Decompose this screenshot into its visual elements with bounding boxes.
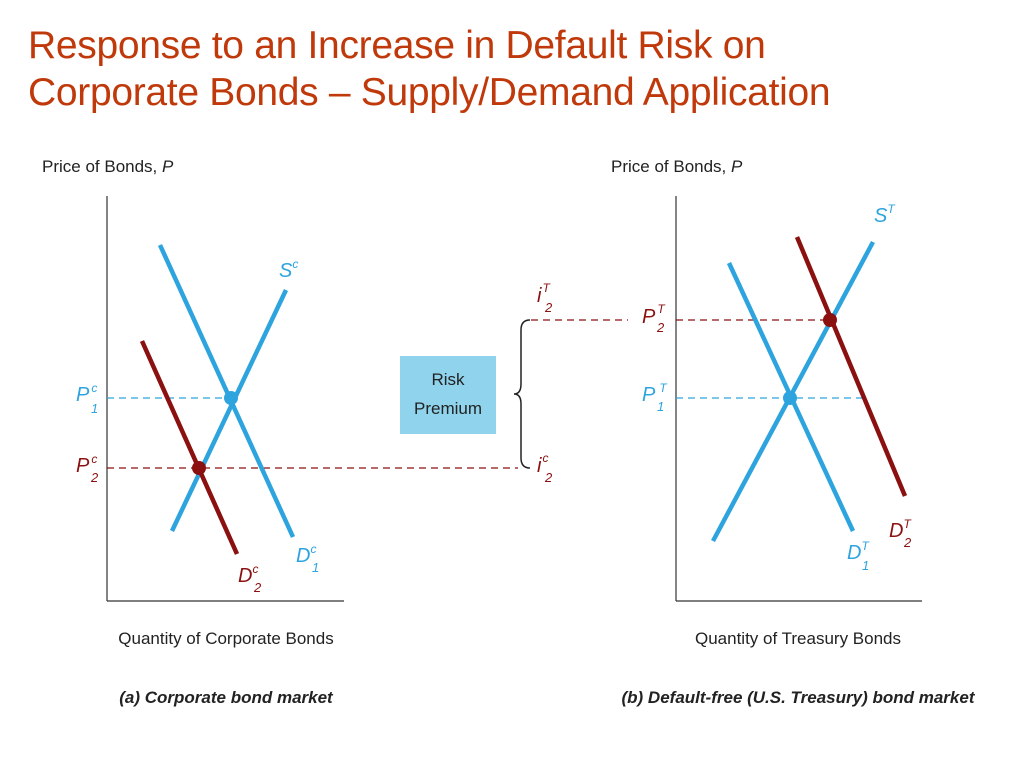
panel-a-initial-equilibrium-point [224, 391, 238, 405]
slide-title: Response to an Increase in Default Risk … [28, 22, 1008, 116]
panel-a-demand-curve-d1c [157, 244, 296, 538]
panel-b-demand-curve-d2t [794, 236, 908, 497]
panel-b-caption: (b) Default-free (U.S. Treasury) bond ma… [622, 688, 976, 707]
panel-a-y-axis-title: Price of Bonds, P [42, 157, 174, 176]
risk-premium-box [400, 356, 496, 434]
panel-b-y-axis-title: Price of Bonds, P [611, 157, 743, 176]
panel-b-supply-curve-st [711, 240, 875, 543]
risk-premium-line-2: Premium [414, 399, 482, 418]
panel-b-new-equilibrium-point [823, 313, 837, 327]
title-line-1: Response to an Increase in Default Risk … [28, 24, 766, 67]
panel-a-y-axis-title-text: Price of Bonds, P [42, 157, 174, 176]
panel-b-initial-equilibrium-point [783, 391, 797, 405]
panel-b-st-label: ST [874, 202, 896, 227]
panel-a-new-equilibrium-point [192, 461, 206, 475]
panel-a-supply-curve-sc [169, 289, 289, 532]
risk-premium-brace [513, 319, 531, 469]
panel-a-sc-label: Sc [279, 257, 298, 282]
panel-b-y-axis-title-text: Price of Bonds, P [611, 157, 743, 176]
panel-a-caption: (a) Corporate bond market [119, 688, 334, 707]
panel-a-demand-curve-d2c [139, 340, 240, 555]
panel-a-x-axis-title: Quantity of Corporate Bonds [118, 629, 333, 648]
panel-b-x-axis-title: Quantity of Treasury Bonds [695, 629, 901, 648]
title-line-2: Corporate Bonds – Supply/Demand Applicat… [28, 71, 831, 114]
risk-premium-line-1: Risk [431, 370, 465, 389]
